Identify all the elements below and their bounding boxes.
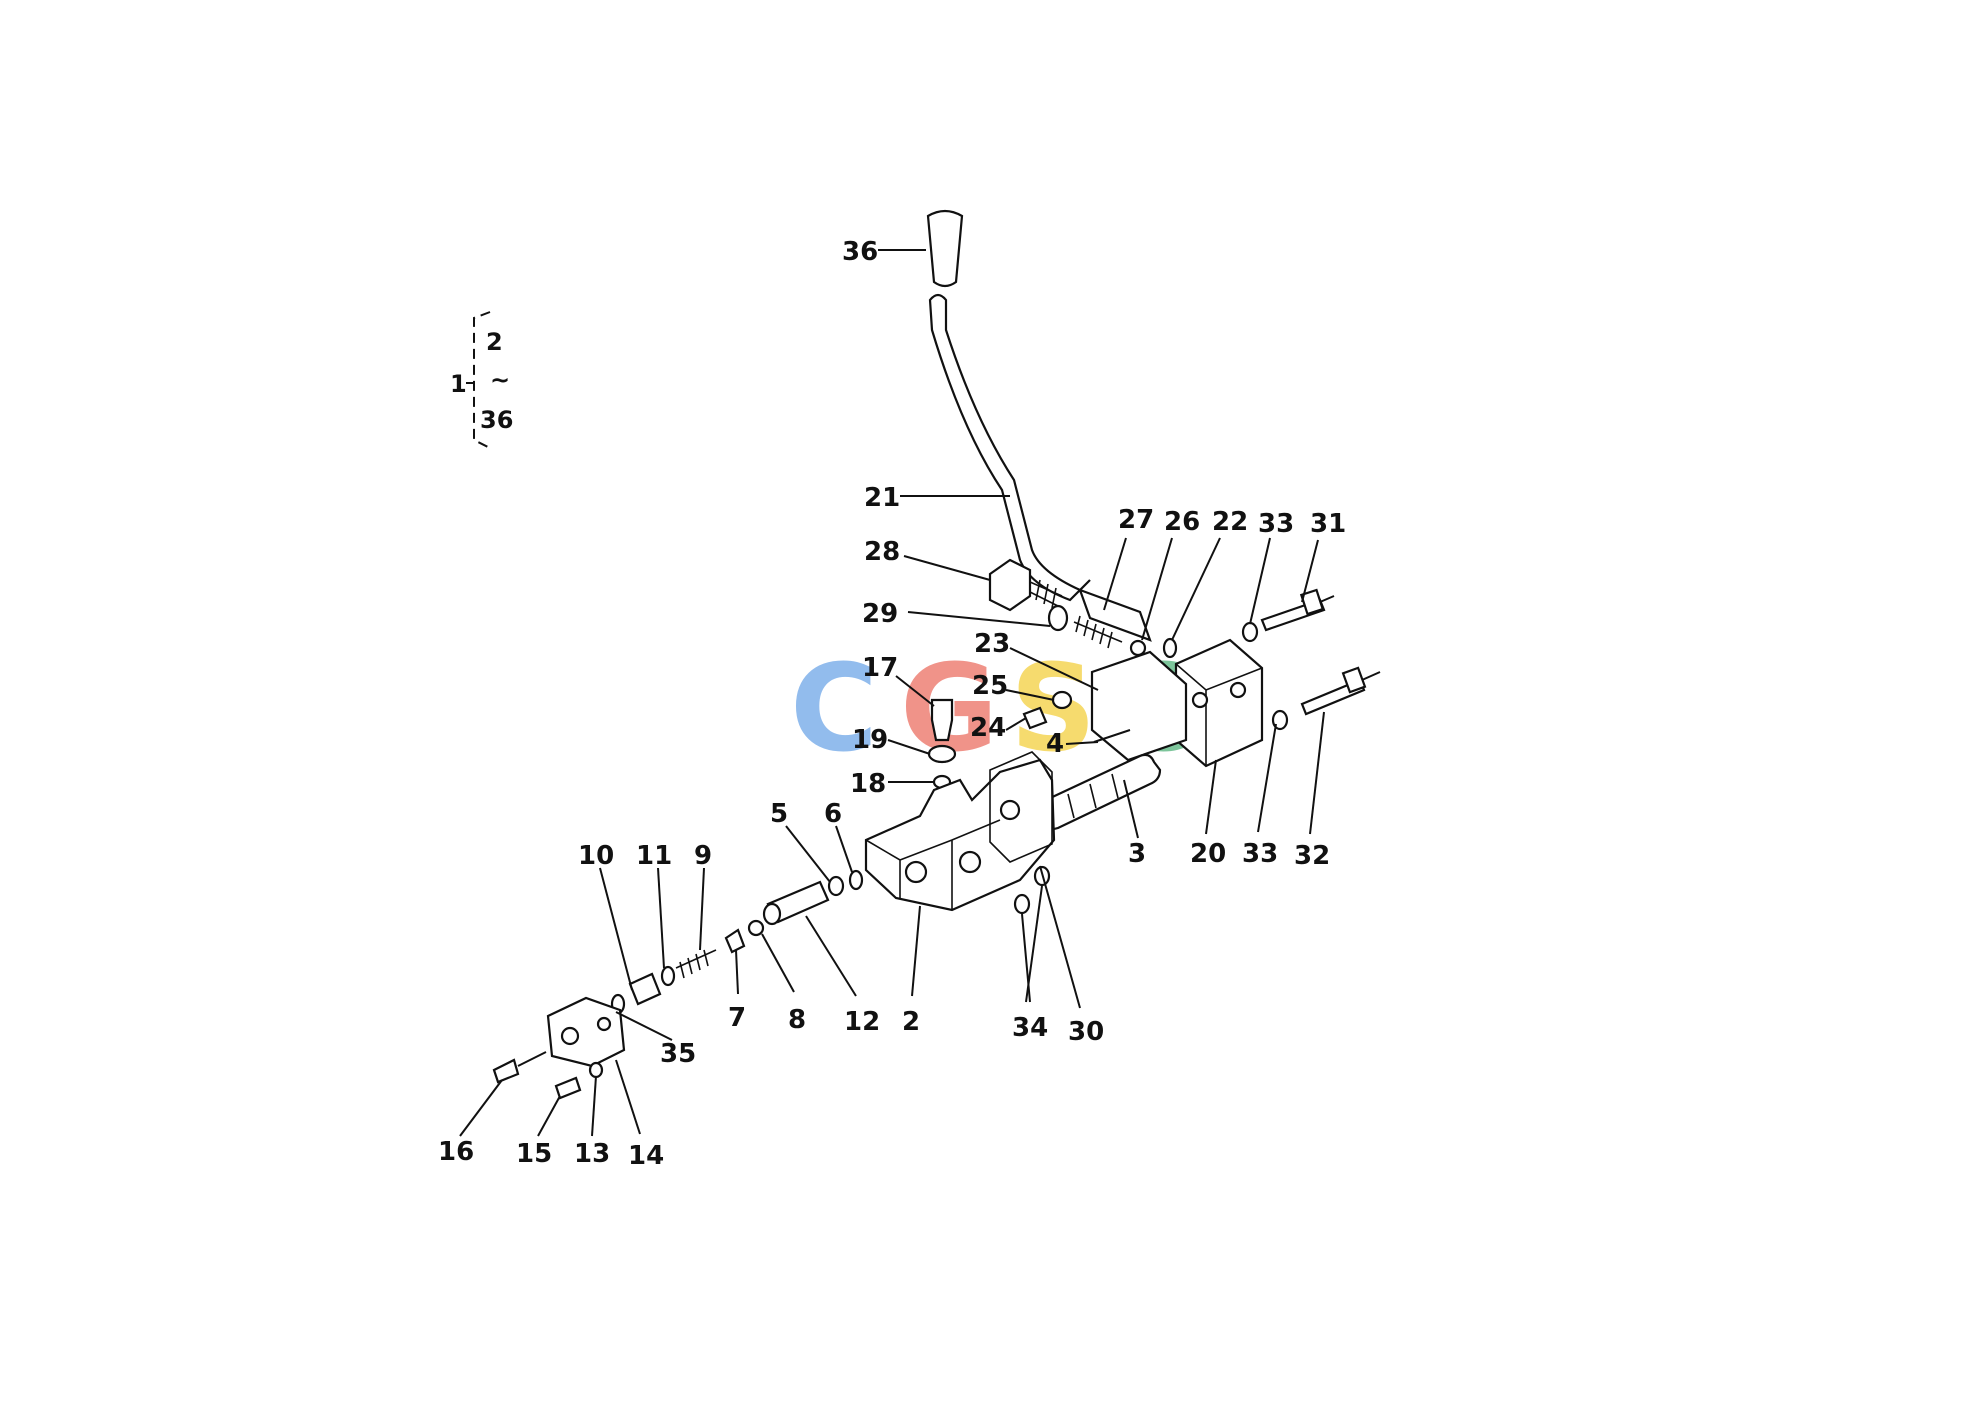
screw-16-part: [492, 1058, 520, 1084]
callout-20: 20: [1190, 839, 1226, 869]
assembly-bracket: 1 2 ~ 36: [450, 311, 513, 449]
cover-14-part: [546, 996, 626, 1068]
callout-27: 27: [1118, 505, 1154, 535]
bracket-tilde: ~: [490, 366, 510, 394]
callout-7: 7: [728, 1003, 746, 1033]
callout-28: 28: [864, 537, 900, 567]
bracket-to-label: 36: [480, 406, 513, 434]
screw-15-part: [554, 1076, 582, 1100]
adjust-screw-10-part: [628, 972, 662, 1006]
callout-31: 31: [1310, 509, 1346, 539]
pivot-part: [1078, 588, 1152, 642]
callout-5: 5: [770, 799, 788, 829]
callout-3: 3: [1128, 839, 1146, 869]
parts-drawing: [492, 209, 1381, 1100]
ball-26-part: [1129, 639, 1147, 657]
callout-19: 19: [852, 725, 888, 755]
callout-9: 9: [694, 841, 712, 871]
oring-6-part: [848, 869, 864, 891]
callout-13: 13: [574, 1139, 610, 1169]
callout-30: 30: [1068, 1017, 1104, 1047]
callout-23: 23: [974, 629, 1010, 659]
callout-18: 18: [850, 769, 886, 799]
washer-13-part: [588, 1061, 604, 1079]
callout-6: 6: [824, 799, 842, 829]
screw-24-part: [1022, 706, 1048, 730]
pin-4-part: [1093, 729, 1131, 743]
callout-11: 11: [636, 841, 672, 871]
callout-24: 24: [970, 713, 1006, 743]
oring-5-part: [827, 875, 845, 897]
cover-20-part: [1174, 638, 1264, 768]
callout-25: 25: [972, 671, 1008, 701]
ring-22-part: [1162, 637, 1178, 659]
callout-32: 32: [1294, 841, 1330, 871]
plate-23-part: [1090, 650, 1188, 762]
washer-33a-part: [1241, 621, 1259, 643]
leader-lines: [459, 249, 1325, 1137]
callout-21: 21: [864, 483, 900, 513]
callout-labels: 36 21 28 29 27 26 22 33 31 23 25 24 4 17…: [438, 237, 1346, 1171]
callout-8: 8: [788, 1005, 806, 1035]
callout-15: 15: [516, 1139, 552, 1169]
spring-27-part: [1073, 615, 1123, 649]
bracket-assembly-label: 1: [450, 370, 467, 398]
seat-7-part: [724, 928, 746, 954]
callout-17: 17: [862, 653, 898, 683]
callout-34: 34: [1012, 1013, 1048, 1043]
callout-4: 4: [1046, 729, 1064, 759]
gasket-30-part: [989, 751, 1053, 863]
callout-33-top: 33: [1258, 509, 1294, 539]
callout-22: 22: [1212, 507, 1248, 537]
callout-35: 35: [660, 1039, 696, 1069]
callout-16: 16: [438, 1137, 474, 1167]
callout-26: 26: [1164, 507, 1200, 537]
callout-36: 36: [842, 237, 878, 267]
washer-29-part: [1047, 604, 1069, 632]
callout-10: 10: [578, 841, 614, 871]
screw-34b-part: [1013, 893, 1031, 915]
callout-14: 14: [628, 1141, 664, 1171]
callout-33-bottom: 33: [1242, 839, 1278, 869]
washer-19-part: [927, 744, 957, 764]
callout-12: 12: [844, 1007, 880, 1037]
knob-part: [926, 209, 964, 288]
lever-part: [928, 293, 1091, 602]
plug-17-part: [930, 698, 954, 742]
washer-25-part: [1051, 690, 1073, 710]
spring-9-part: [675, 949, 717, 979]
ball-8-part: [747, 919, 765, 937]
lever-bolt-part: [988, 558, 1032, 612]
shim-11-part: [660, 965, 676, 987]
callout-2: 2: [902, 1007, 920, 1037]
callout-29: 29: [862, 599, 898, 629]
watermark-letter-c1: C: [790, 640, 878, 779]
bracket-from-label: 2: [486, 328, 503, 356]
